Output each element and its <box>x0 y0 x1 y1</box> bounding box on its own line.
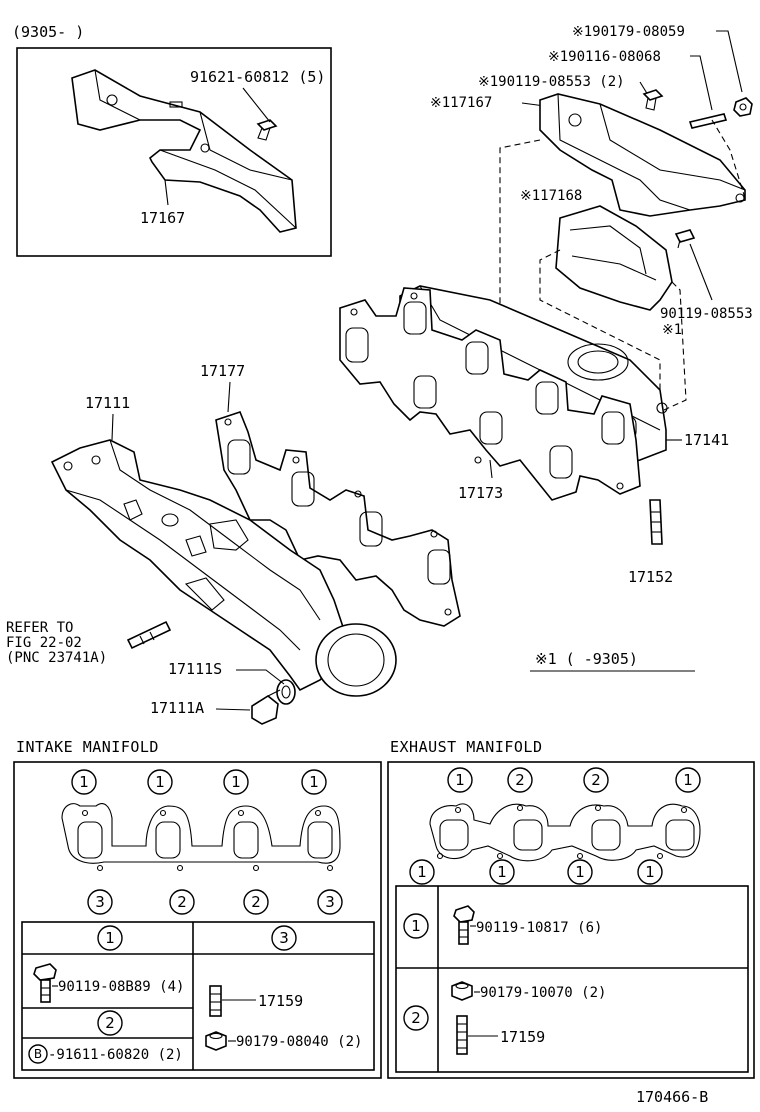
intake-table-title: INTAKE MANIFOLD <box>16 738 159 756</box>
intake-bottom-mark: 2 <box>177 893 187 911</box>
refer-stud-drawing <box>126 620 172 650</box>
intake-top-mark: 1 <box>155 773 165 791</box>
exhaust-bottom-mark: 1 <box>575 863 585 881</box>
exhaust-lower-heat-insulator <box>539 205 687 411</box>
nut-icon <box>451 981 473 1001</box>
intake-table-frame <box>13 761 382 1079</box>
intake-top-mark: 1 <box>79 773 89 791</box>
exhaust-bottom-marks: 1 1 1 1 <box>409 859 663 885</box>
exhaust-table-frame <box>387 761 755 1079</box>
nut-icon <box>205 1031 227 1051</box>
intake-row1-part: 90119-08B89 (4) <box>58 979 184 995</box>
part-17141: 17141 <box>684 431 729 449</box>
part-190116-08068: ※190116-08068 <box>548 49 661 65</box>
intake-manifold-drawing <box>50 439 397 697</box>
intake-col3-head: 3 <box>279 929 289 947</box>
exhaust-row1-head: 1 <box>411 917 421 935</box>
part-90119-08553-note: ※1 <box>662 322 682 338</box>
intake-r3-part2: 90179-08040 (2) <box>236 1034 362 1050</box>
intake-col1-head: 1 <box>105 929 115 947</box>
exhaust-callouts: ※190179-08059 ※190116-08068 ※190119-0855… <box>430 24 753 338</box>
inset-bolt-drawing <box>242 87 278 141</box>
part-17177: 17177 <box>200 362 245 380</box>
exhaust-hardware <box>642 89 753 249</box>
refer-line-3: (PNC 23741A) <box>6 650 107 666</box>
exhaust-top-mark: 1 <box>455 771 465 789</box>
intake-r3-part1: 17159 <box>258 992 303 1010</box>
exhaust-top-mark: 2 <box>515 771 525 789</box>
exhaust-bottom-mark: 1 <box>497 863 507 881</box>
intake-bottom-mark: 3 <box>325 893 335 911</box>
intake-gasket-drawing <box>215 411 461 627</box>
intake-subtable <box>21 921 375 1071</box>
exhaust-bottom-mark: 1 <box>417 863 427 881</box>
exhaust-row1-part: 90119-10817 (6) <box>476 920 602 936</box>
part-117168: ※117168 <box>520 188 582 204</box>
exhaust-row2-part2: 17159 <box>500 1028 545 1046</box>
inset-bolt-label: 91621-60812 (5) <box>190 68 325 86</box>
refer-line-1: REFER TO <box>6 620 73 636</box>
exhaust-top-mark: 1 <box>683 771 693 789</box>
exhaust-top-mark: 2 <box>591 771 601 789</box>
exhaust-table-title: EXHAUST MANIFOLD <box>390 738 543 756</box>
intake-top-marks: 1 1 1 1 <box>71 769 327 795</box>
exhaust-upper-heat-insulator <box>499 93 746 310</box>
exhaust-bottom-mark: 1 <box>645 863 655 881</box>
intake-bottom-mark: 2 <box>251 893 261 911</box>
intake-row2-head: 2 <box>105 1014 115 1032</box>
bolt-icon <box>453 905 475 945</box>
intake-gasket-diagram <box>61 803 341 872</box>
part-117167: ※117167 <box>430 95 492 111</box>
intake-top-mark: 1 <box>231 773 241 791</box>
inset-title: (9305- ) <box>12 23 84 41</box>
exhaust-row2-head: 2 <box>411 1009 421 1027</box>
part-190179-08059: ※190179-08059 <box>572 24 685 40</box>
figure-code: 170466-B <box>636 1088 708 1106</box>
inset-frame <box>16 47 332 257</box>
stud-icon <box>456 1015 468 1055</box>
footnote: ※1 ( -9305) <box>535 650 638 668</box>
stud-17152-drawing <box>649 499 663 545</box>
part-17111S: 17111S <box>168 660 222 678</box>
intake-top-mark: 1 <box>309 773 319 791</box>
exhaust-row2-part1: 90179-10070 (2) <box>480 985 606 1001</box>
b-mark: B <box>34 1047 42 1061</box>
part-190119-08553: ※190119-08553 (2) <box>478 74 625 90</box>
intake-bottom-marks: 3 2 2 3 <box>87 889 343 915</box>
exhaust-subtable <box>395 885 749 1073</box>
inset-cover-label: 17167 <box>140 209 185 227</box>
intake-row2-part: -91611-60820 (2) <box>48 1047 183 1063</box>
part-90119-08553: 90119-08553 <box>660 306 753 322</box>
intake-bottom-mark: 3 <box>95 893 105 911</box>
stud-icon <box>209 985 222 1017</box>
inset-heat-insulator-drawing <box>71 69 297 233</box>
exhaust-top-marks: 1 2 2 1 <box>447 767 701 793</box>
part-17152: 17152 <box>628 568 673 586</box>
washer-plug-drawing <box>251 679 296 725</box>
refer-line-2: FIG 22-02 <box>6 635 82 651</box>
part-17111: 17111 <box>85 394 130 412</box>
exhaust-gasket-diagram <box>429 803 701 862</box>
part-17111A: 17111A <box>150 699 204 717</box>
exhaust-gasket-drawing <box>339 287 641 501</box>
inset-box: (9305- ) 91621-60812 (5) 17167 <box>12 23 332 257</box>
part-17173: 17173 <box>458 484 503 502</box>
bolt-icon <box>33 963 57 1003</box>
